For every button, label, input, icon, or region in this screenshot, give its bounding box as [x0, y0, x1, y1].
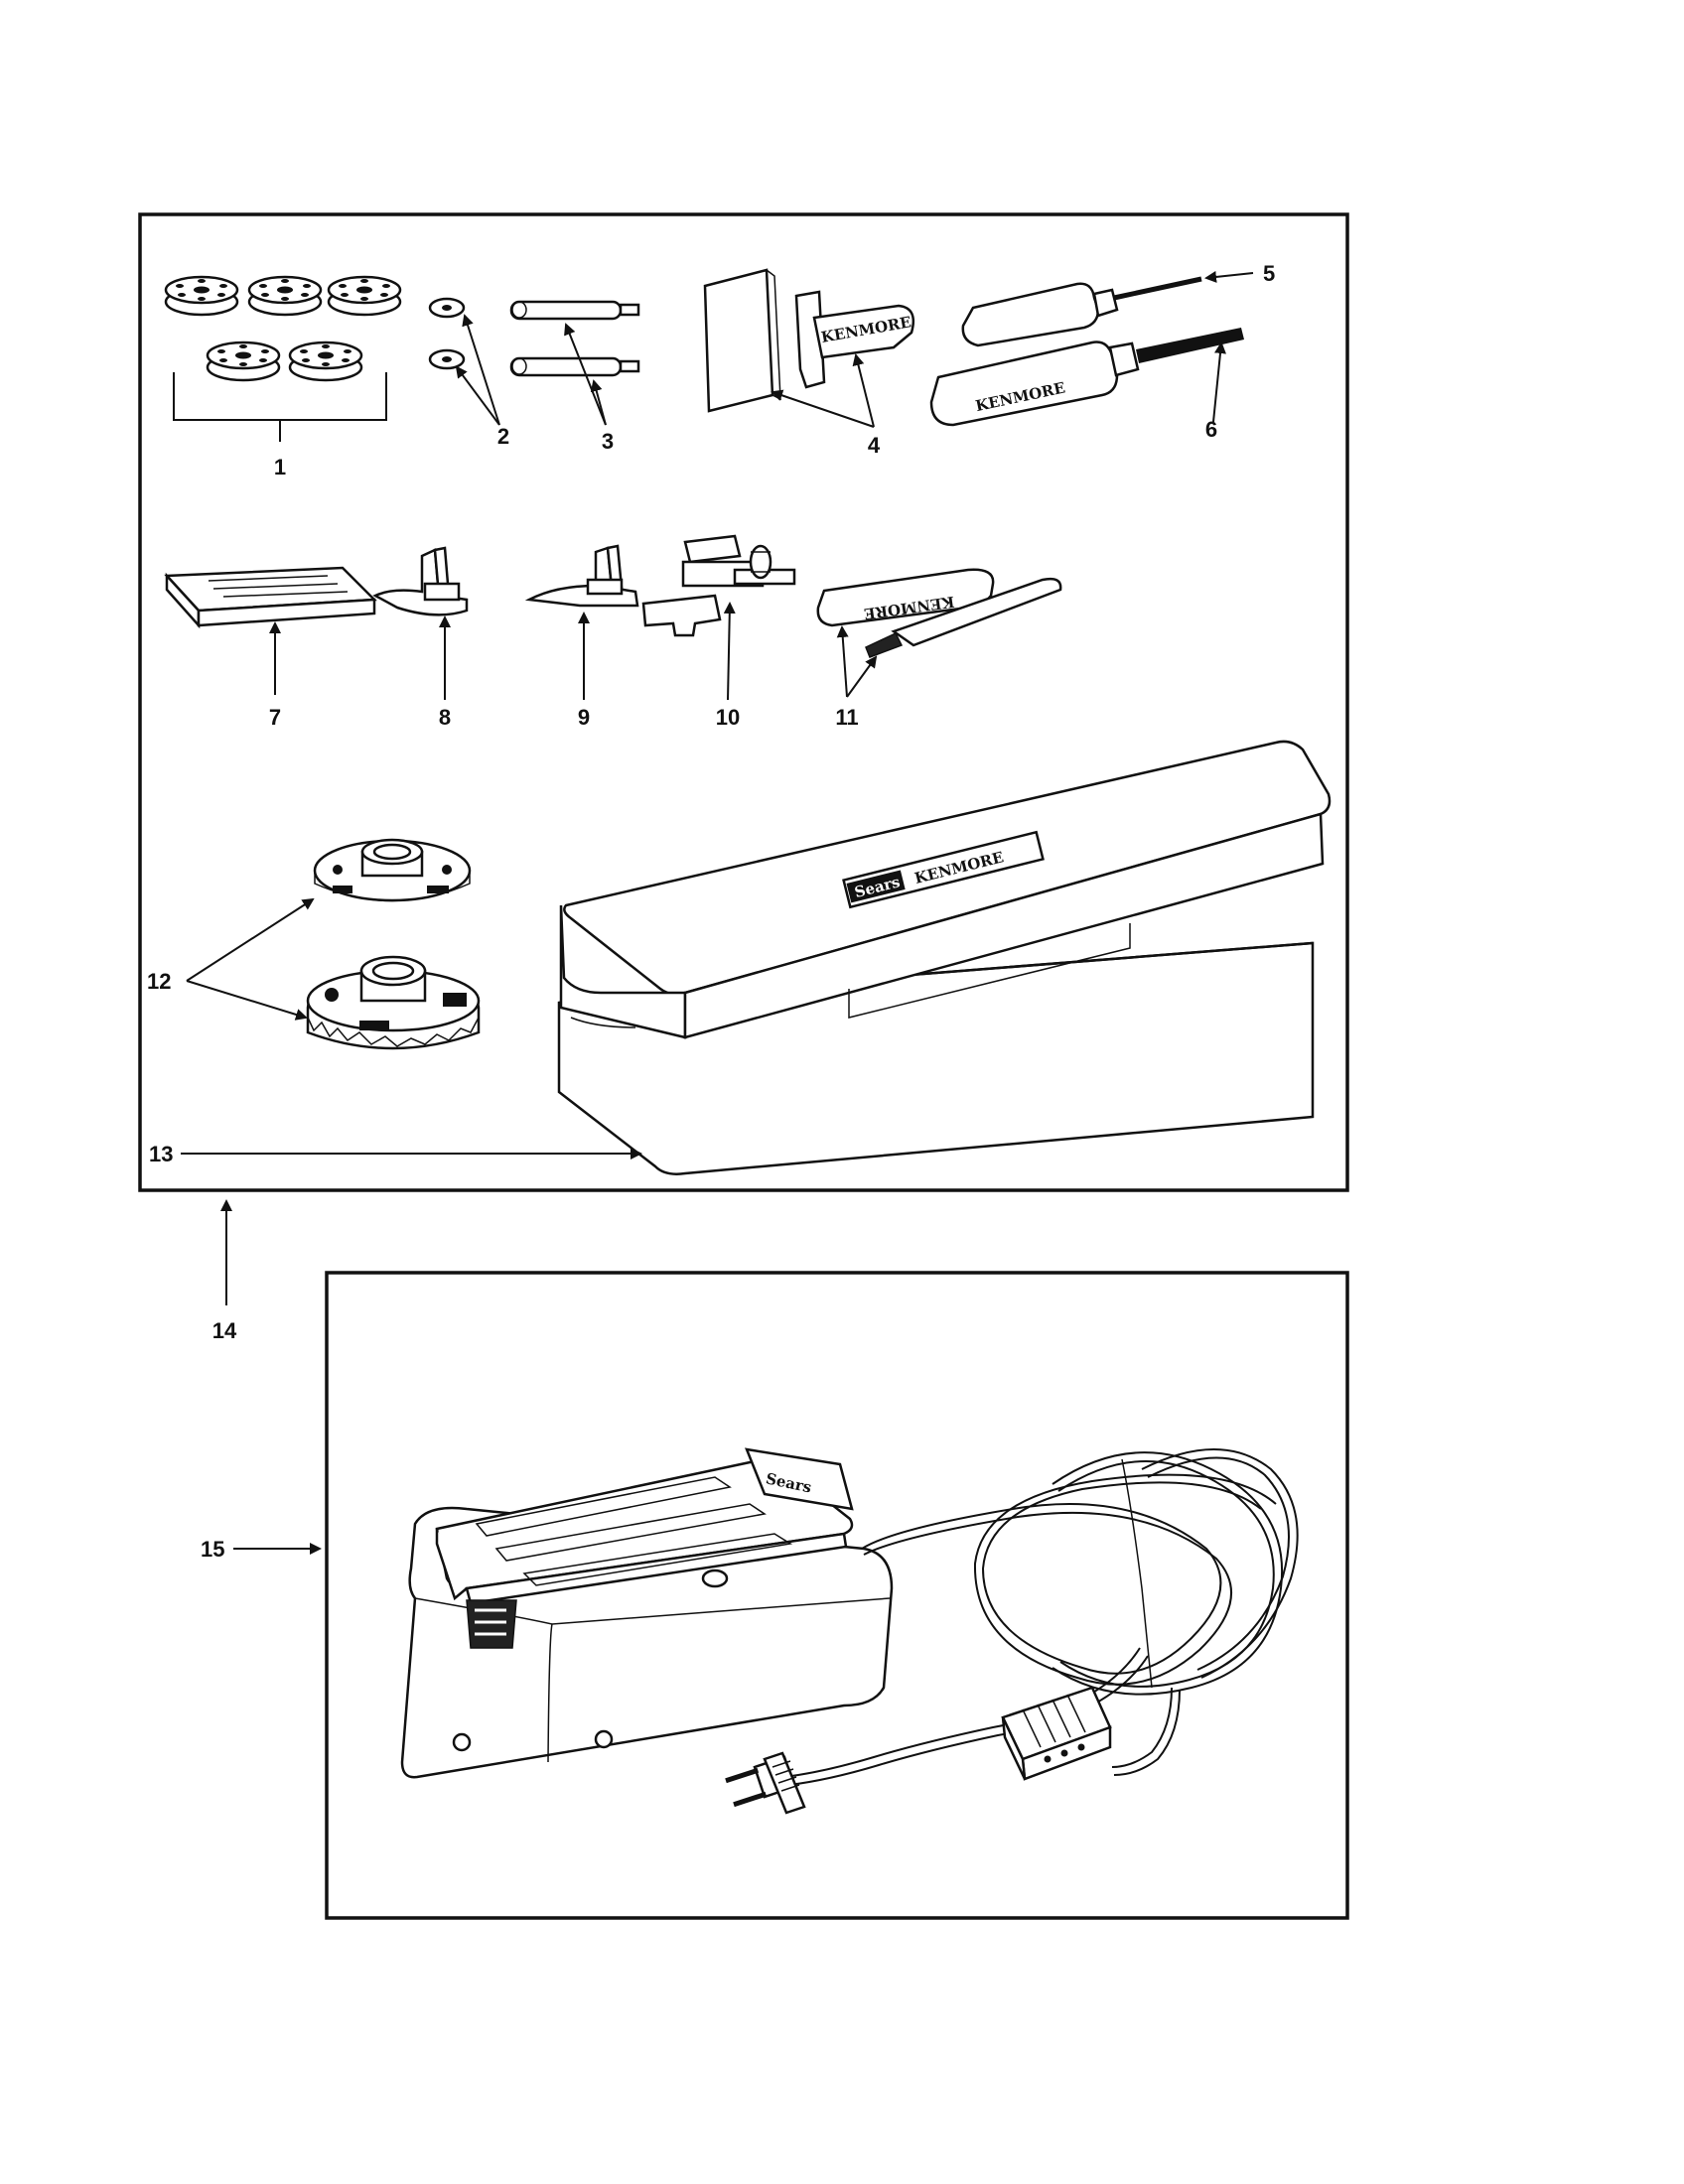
- label-7: 7: [269, 705, 281, 730]
- screwdriver-icon: [961, 276, 1202, 347]
- screwdriver-icon: KENMORE: [929, 328, 1244, 427]
- label-12: 12: [147, 969, 171, 994]
- foot-controller-icon: Sears: [400, 1447, 894, 1779]
- label-9: 9: [578, 705, 590, 730]
- cam-icon: [313, 838, 472, 902]
- needle-pack-icon: [164, 566, 377, 629]
- accessory-box-icon: Sears KENMORE: [557, 740, 1332, 1175]
- label-2: 2: [497, 424, 509, 449]
- accessory-set-frame: [138, 212, 1349, 1192]
- power-cord-icon: [783, 1448, 1299, 1786]
- cam-icon: [306, 955, 481, 1050]
- presser-foot-icon: [524, 544, 639, 608]
- spool-pin-icon: [509, 300, 640, 377]
- label-13: 13: [149, 1142, 173, 1166]
- label-5: 5: [1263, 261, 1275, 286]
- washer-icon: [428, 297, 466, 370]
- label-14: 14: [212, 1318, 237, 1343]
- buttonhole-attachment-icon: [641, 534, 796, 637]
- label-10: 10: [716, 705, 740, 730]
- label-3: 3: [602, 429, 614, 454]
- oil-tube-icon: KENMORE: [816, 568, 1062, 658]
- label-8: 8: [439, 705, 451, 730]
- label-11: 11: [835, 705, 858, 730]
- label-1: 1: [274, 455, 286, 479]
- machine-connector-icon: [1001, 1686, 1112, 1781]
- presser-foot-icon: [372, 546, 469, 616]
- foot-controller-frame: [325, 1271, 1349, 1920]
- label-6: 6: [1205, 417, 1217, 442]
- seam-ripper-icon: KENMORE: [703, 268, 915, 413]
- label-4: 4: [868, 433, 881, 458]
- bobbin-icon: [164, 275, 402, 382]
- power-plug-icon: [725, 1751, 806, 1815]
- label-15: 15: [201, 1537, 224, 1562]
